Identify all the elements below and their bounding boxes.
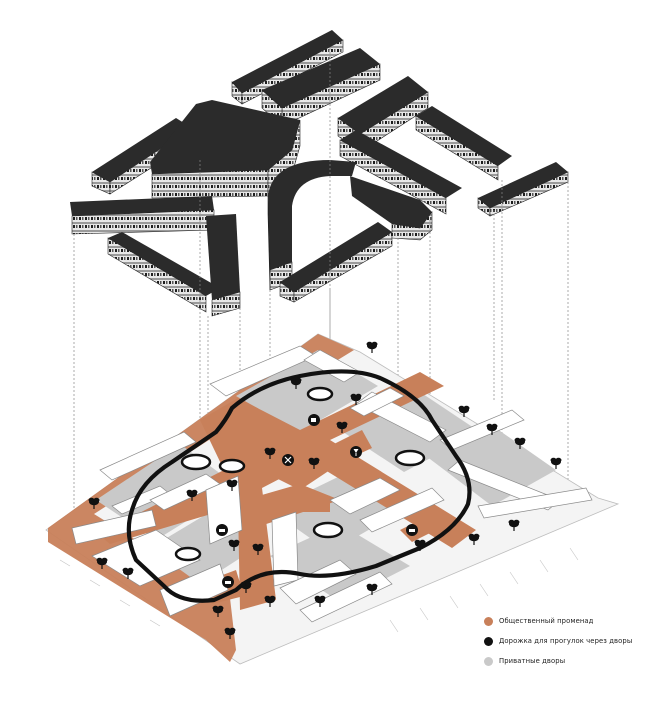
building-block (150, 100, 301, 199)
walk-path (126, 369, 472, 603)
walk-path-swatch-icon (484, 636, 493, 646)
restaurant-cutlery-icon (282, 454, 294, 466)
building-block (107, 232, 220, 313)
legend-item-promenade: Общественный променад (484, 613, 644, 629)
building-block (70, 196, 215, 235)
private-courtyard-swatch-icon (484, 656, 493, 666)
parking-hatches (59, 547, 579, 633)
legend-item-walk-path: Дорожка для прогулок через дворы (484, 633, 644, 649)
building-block (279, 222, 393, 303)
courtyard-gardens (174, 386, 426, 562)
promenade-swatch-icon (484, 616, 493, 626)
building-block (415, 106, 512, 181)
shopping-basket-icon (216, 524, 228, 536)
legend-item-private-courtyards: Приватные дворы (484, 653, 644, 669)
wine-glass-icon (350, 446, 362, 458)
exploded-buildings (70, 30, 569, 317)
promenade-perimeter (48, 334, 354, 662)
building-block (339, 130, 462, 215)
legend-label: Приватные дворы (499, 657, 566, 665)
shopping-basket-icon (222, 576, 234, 588)
building-block (477, 162, 569, 217)
plan-buildings (71, 345, 593, 623)
building-block (350, 176, 433, 241)
legend-label: Общественный променад (499, 617, 594, 625)
legend: Общественный променад Дорожка для прогул… (484, 613, 644, 673)
cafe-cup-icon (308, 414, 320, 426)
legend-label: Дорожка для прогулок через дворы (499, 637, 633, 645)
building-block (206, 214, 241, 317)
shopping-basket-icon (406, 524, 418, 536)
site-plan (45, 333, 620, 665)
